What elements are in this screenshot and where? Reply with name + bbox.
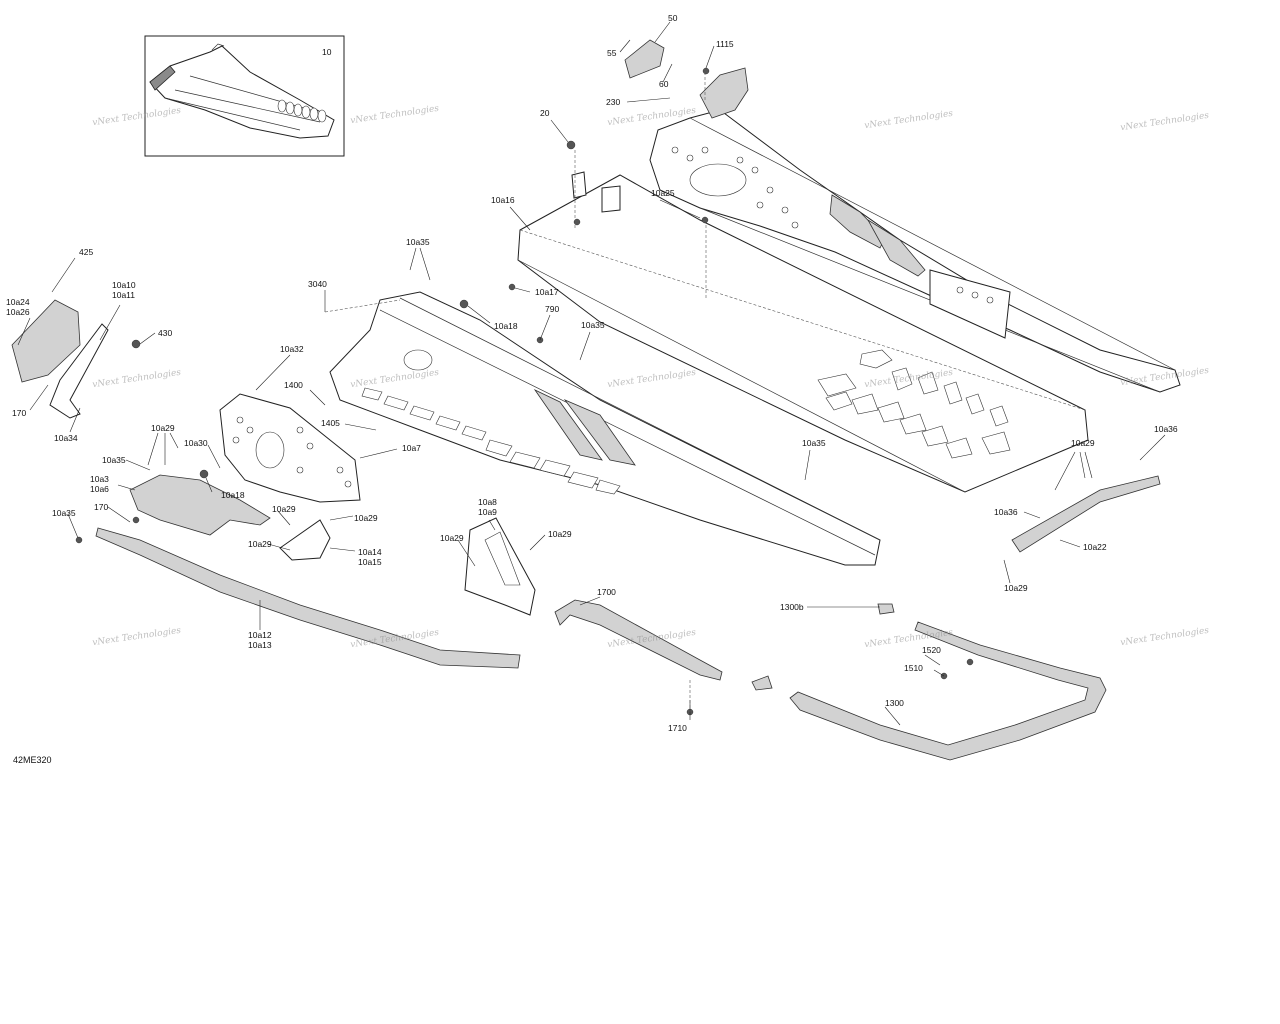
callout-20: 20 xyxy=(540,108,550,118)
callout-1405: 1405 xyxy=(321,418,340,428)
left-bracket-10a24 xyxy=(11,299,109,419)
crossmember-10a22 xyxy=(1011,475,1161,553)
leader-lines xyxy=(17,21,1166,726)
callout-10a29-e: 10a29 xyxy=(440,533,464,543)
callout-10a10: 10a10 10a11 xyxy=(112,280,136,300)
gusset-10a8 xyxy=(464,517,536,616)
callout-10a35-top: 10a35 xyxy=(406,237,430,247)
callout-10a34: 10a34 xyxy=(54,433,78,443)
callout-1400: 1400 xyxy=(284,380,303,390)
callout-10a35-right: 10a35 xyxy=(802,438,826,448)
callout-790: 790 xyxy=(545,304,560,314)
callout-10a25: 10a25 xyxy=(651,188,675,198)
rear-bumper-1300 xyxy=(789,621,1107,761)
callout-10a29-d: 10a29 xyxy=(248,539,272,549)
callout-10a29-c: 10a29 xyxy=(354,513,378,523)
tunnel-left-wall xyxy=(329,291,881,566)
runner-10a12 xyxy=(95,527,521,669)
callout-10a29-b: 10a29 xyxy=(272,504,296,514)
skid-bracket-10a3 xyxy=(129,474,271,536)
callout-230: 230 xyxy=(606,97,621,107)
callout-10a29-a: 10a29 xyxy=(151,423,175,433)
callout-3040: 3040 xyxy=(308,279,327,289)
callout-10a22: 10a22 xyxy=(1083,542,1107,552)
callout-10a24: 10a24 10a26 xyxy=(6,297,30,317)
callout-10a29-f: 10a29 xyxy=(548,529,572,539)
callout-10a7: 10a7 xyxy=(402,443,421,453)
callout-10a12: 10a12 10a13 xyxy=(248,630,272,650)
callout-10a17: 10a17 xyxy=(535,287,559,297)
callout-1710: 1710 xyxy=(668,723,687,733)
callout-55: 55 xyxy=(607,48,617,58)
inset-assembly-10 xyxy=(144,35,345,157)
callout-1700: 1700 xyxy=(597,587,616,597)
callout-10a35-mid: 10a35 xyxy=(581,320,605,330)
callout-60: 60 xyxy=(659,79,669,89)
step-bar-1700 xyxy=(554,599,723,681)
callout-1300b: 1300b xyxy=(780,602,804,612)
callout-10: 10 xyxy=(322,47,332,57)
rear-rail-right xyxy=(649,67,1181,393)
callout-1510: 1510 xyxy=(904,663,923,673)
callout-10a35-left: 10a35 xyxy=(102,455,126,465)
assembly-lines xyxy=(324,72,707,712)
callout-10a30: 10a30 xyxy=(184,438,208,448)
callout-430: 430 xyxy=(158,328,173,338)
callout-10a36-b: 10a36 xyxy=(994,507,1018,517)
callout-425: 425 xyxy=(79,247,94,257)
callout-10a14: 10a14 10a15 xyxy=(358,547,382,567)
callout-10a16: 10a16 xyxy=(491,195,515,205)
callout-10a18-top: 10a18 xyxy=(494,321,518,331)
callout-10a35-far: 10a35 xyxy=(52,508,76,518)
tunnel-floor-panel xyxy=(517,174,1089,493)
callout-50: 50 xyxy=(668,13,678,23)
bracket-10a14 xyxy=(279,519,331,561)
callout-10a29-h: 10a29 xyxy=(1004,583,1028,593)
callout-10a29-g: 10a29 xyxy=(1071,438,1095,448)
hardware xyxy=(75,39,974,716)
callout-1300: 1300 xyxy=(885,698,904,708)
callout-10a36-a: 10a36 xyxy=(1154,424,1178,434)
callout-1115: 1115 xyxy=(716,39,734,49)
callout-10a32: 10a32 xyxy=(280,344,304,354)
callout-170-left: 170 xyxy=(12,408,27,418)
callout-1520: 1520 xyxy=(922,645,941,655)
callout-10a18-low: 10a18 xyxy=(221,490,245,500)
callout-10a3: 10a3 10a6 xyxy=(90,474,109,494)
diagram-code: 42ME320 xyxy=(13,755,52,765)
callout-10a8: 10a8 10a9 xyxy=(478,497,497,517)
front-bracket-plate xyxy=(219,393,361,503)
callout-170-low: 170 xyxy=(94,502,109,512)
